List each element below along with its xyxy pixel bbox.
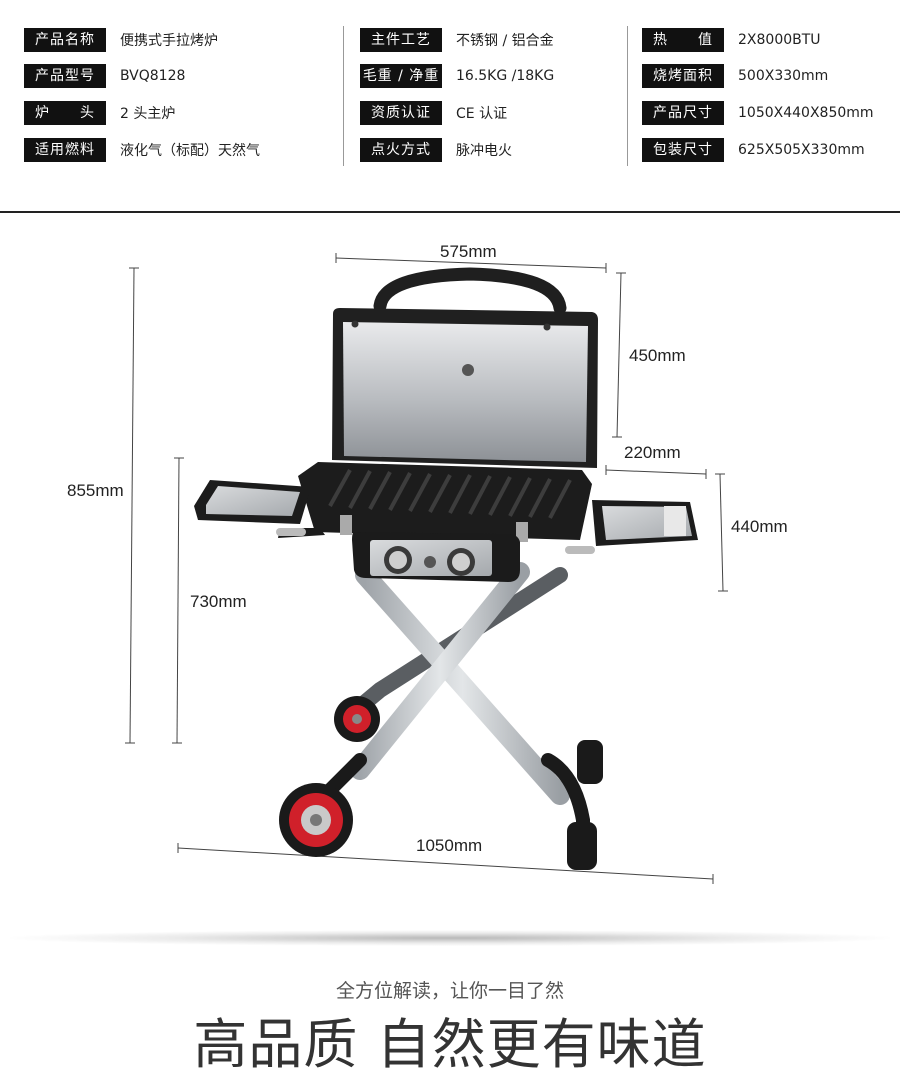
spec-label: 产品尺寸 [642,101,724,125]
spec-value: 2X8000BTU [738,32,821,48]
spec-label: 热 值 [642,28,724,52]
thermometer-icon [462,364,474,376]
spec-row: 热 值 2X8000BTU [642,28,821,52]
spec-label: 点火方式 [360,138,442,162]
dim-total-height: 855mm [67,481,124,500]
front-leg-b [350,562,530,780]
cooking-grate [328,469,572,519]
foot-frame [541,753,590,847]
latch-left [340,515,352,535]
lid-handle [373,267,567,315]
left-side-shelf [194,480,325,538]
grill-dimension-diagram: 575mm 450mm 220mm 440mm 855mm 730mm 1050… [67,242,788,884]
side-handle-left [276,528,306,536]
spec-table: 产品名称便携式手拉烤炉 产品型号 BVQ8128 炉 头 2 头主炉 适用燃料液化气… [0,0,900,212]
latch-right [516,522,528,542]
spec-label: 资质认证 [360,101,442,125]
dim-depth: 440mm [731,517,788,536]
footer-slogan: 高品质 自然更有味道 [193,1013,707,1076]
dim-shelf-width: 220mm [624,443,681,462]
spec-row: 资质认证 CE 认证 [360,101,507,125]
spec-row: 毛重 / 净重 16.5KG /18KG [360,64,554,88]
foot-back [577,740,603,784]
spec-label: 包装尺寸 [642,138,724,162]
spec-value: CE 认证 [456,106,508,122]
spec-label: 毛重 / 净重 [360,64,442,88]
spec-value: 2 头主炉 [120,106,176,122]
spec-row: 产品名称便携式手拉烤炉 [24,28,218,52]
spec-label: 炉 头 [24,101,106,125]
dim-total-length: 1050mm [416,836,482,855]
right-side-shelf [592,500,698,546]
dim-lid-height: 450mm [629,346,686,365]
spec-value: 500X330mm [738,68,829,84]
spec-value: 便携式手拉烤炉 [120,33,218,49]
lid-inner [343,322,588,462]
spec-value: 液化气（标配）天然气 [120,143,260,159]
back-wheel [334,696,380,742]
spec-label: 适用燃料 [24,138,106,162]
spec-value: 16.5KG /18KG [456,68,555,84]
front-wheel [279,783,353,857]
spec-row: 产品尺寸 1050X440X850mm [642,101,874,125]
section-divider [0,211,900,213]
spec-row: 炉 头 2 头主炉 [24,101,175,125]
spec-row: 主件工艺不锈钢 / 铝合金 [360,28,554,52]
firebox [298,462,592,540]
spec-value: 脉冲电火 [456,143,512,159]
spec-label: 主件工艺 [360,28,442,52]
spec-label: 烧烤面积 [642,64,724,88]
divider-shadow [10,930,890,946]
igniter-button-icon [424,556,436,568]
spec-label: 产品名称 [24,28,106,52]
spec-value: 1050X440X850mm [738,105,874,121]
spec-label: 产品型号 [24,64,106,88]
front-leg-a [355,565,570,805]
spec-value: 不锈钢 / 铝合金 [456,33,554,49]
spec-value: BVQ8128 [120,68,186,84]
dim-base-height: 730mm [190,592,247,611]
dimension-lines [125,253,728,884]
spec-value: 625X505X330mm [738,142,865,158]
side-handle-right [565,546,595,554]
dim-top-width: 575mm [440,242,497,261]
column-divider [343,26,344,166]
spec-row: 适用燃料液化气（标配）天然气 [24,138,260,162]
column-divider [627,26,628,166]
footer-subtitle: 全方位解读，让你一目了然 [335,980,564,1002]
spec-row: 包装尺寸 625X505X330mm [642,138,865,162]
knob-left-icon [384,546,412,574]
spec-row: 点火方式脉冲电火 [360,138,512,162]
spec-row: 产品型号 BVQ8128 [24,64,185,88]
spec-row: 烧烤面积 500X330mm [642,64,828,88]
grill-illustration [194,267,698,870]
knob-right-icon [447,548,475,576]
foot-front [567,822,597,870]
